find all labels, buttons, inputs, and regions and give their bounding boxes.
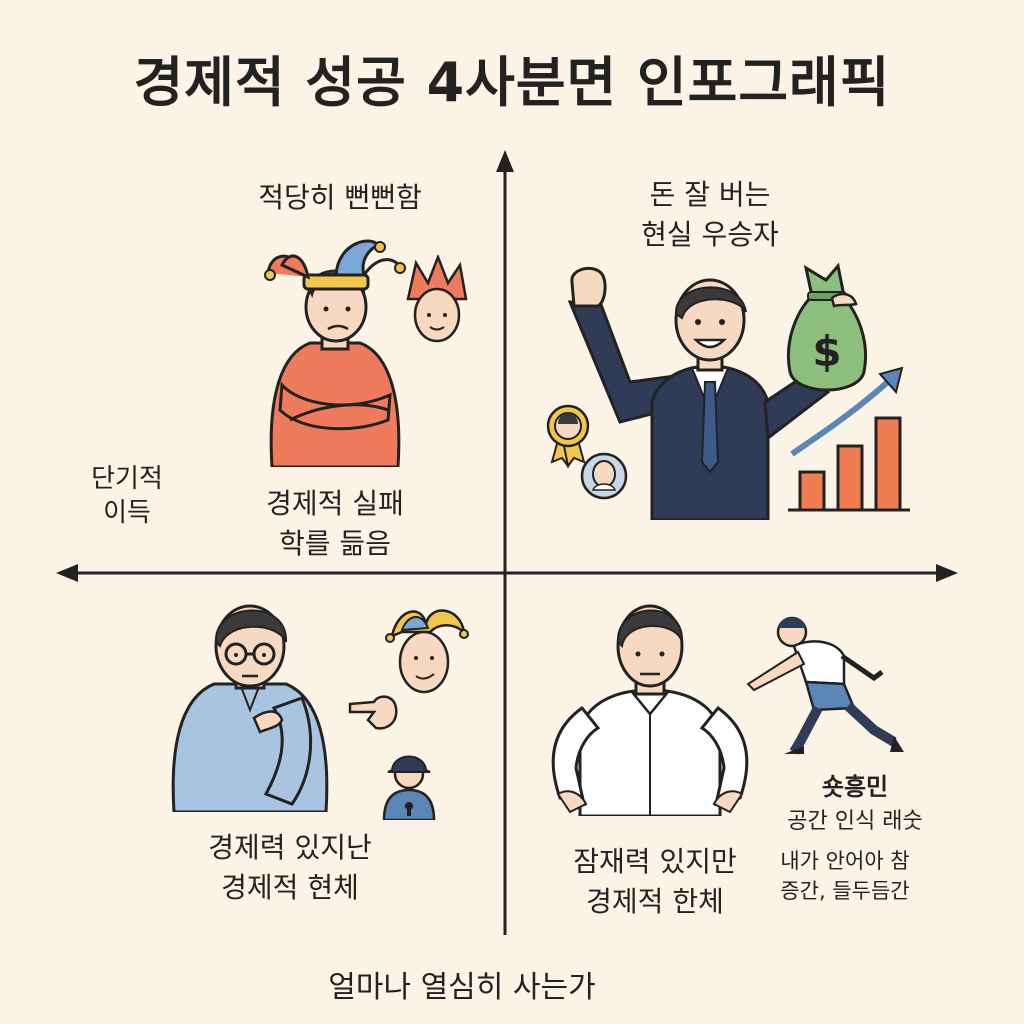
jester-head-icon bbox=[385, 609, 469, 694]
pointing-hand-icon bbox=[348, 695, 398, 730]
businessman-figure bbox=[567, 266, 831, 520]
svg-text:$: $ bbox=[812, 327, 841, 376]
x-axis-label: 얼마나 열심히 사는가 bbox=[328, 970, 596, 1005]
small-jester-icon bbox=[406, 255, 468, 343]
note-line1: 공간 인식 래숫 bbox=[787, 809, 923, 834]
top-left-label: 적당히 뻔뻔함 bbox=[258, 181, 422, 214]
bottom-right-label: 잠재력 있지만 경제적 한체 bbox=[573, 845, 737, 918]
note-title: 숏흥민 bbox=[821, 773, 889, 801]
jester-man-figure bbox=[264, 239, 406, 467]
bottom-left-label: 경제력 있지난 경제적 현체 bbox=[208, 831, 372, 904]
money-bag-icon: $ bbox=[786, 262, 868, 392]
hands-on-hips-man-figure bbox=[551, 604, 749, 816]
growth-chart-icon bbox=[788, 366, 910, 512]
soccer-player-icon bbox=[746, 616, 904, 755]
thinking-man-figure bbox=[171, 604, 329, 812]
x-left-label: 단기적 이득 bbox=[91, 464, 163, 528]
top-right-label: 돈 잘 버는 현실 우승자 bbox=[641, 178, 779, 251]
small-figure-icon bbox=[382, 755, 436, 820]
note-line2: 내가 안어아 참 증간, 들두듬간 bbox=[780, 849, 910, 903]
top-left-sub-label: 경제적 실패 학를 듦음 bbox=[266, 487, 404, 560]
page-title: 경제적 성공 4사분면 인포그래픽 bbox=[133, 51, 891, 114]
medal-icon bbox=[546, 404, 628, 500]
